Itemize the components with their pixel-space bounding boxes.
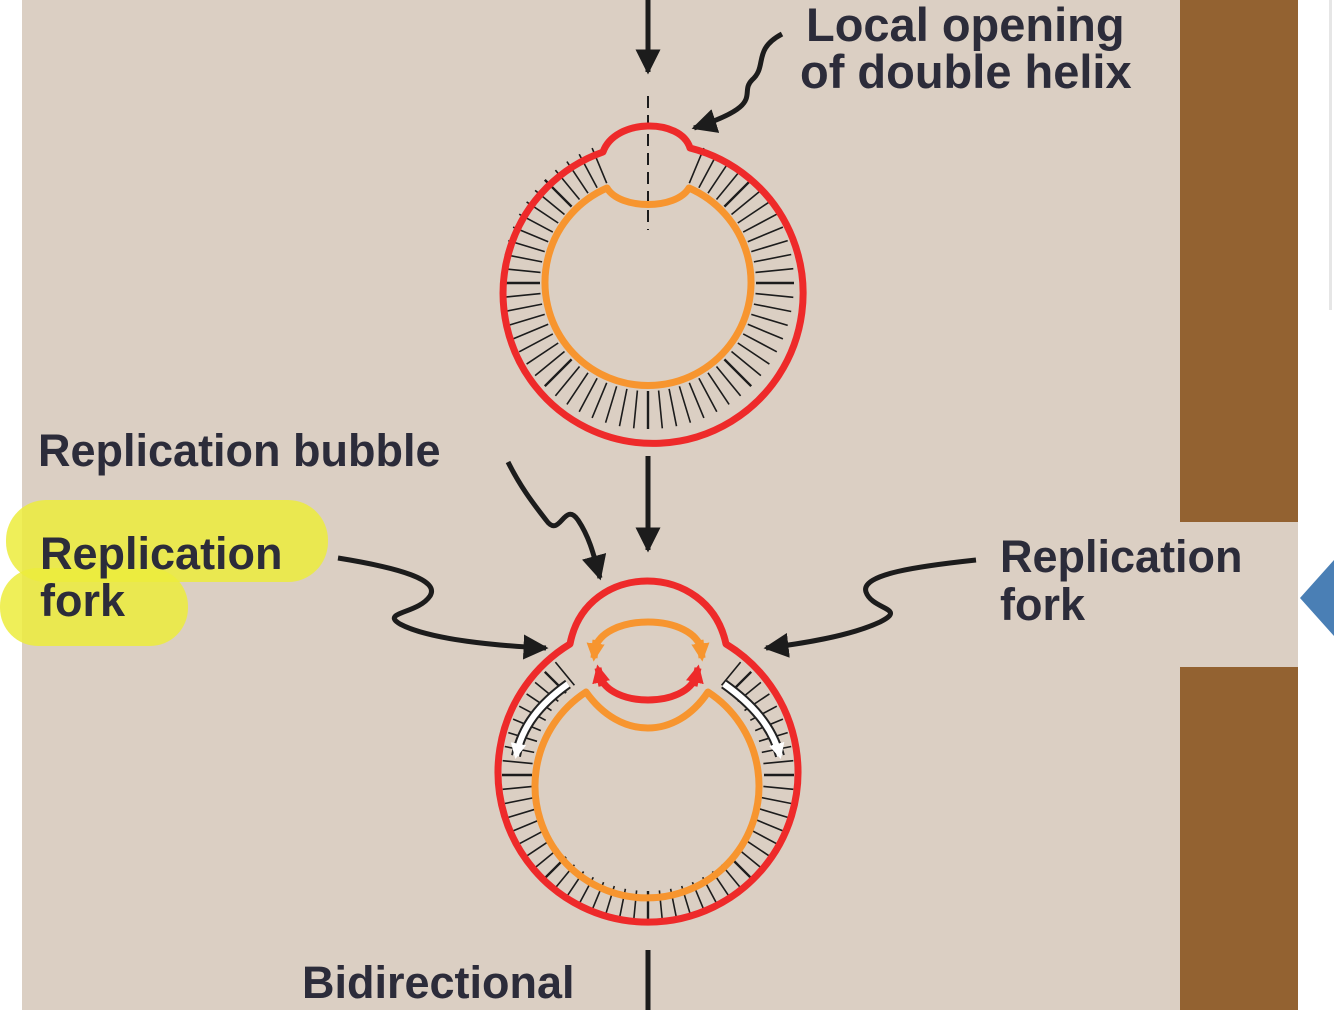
- base-pair-tick: [657, 390, 664, 429]
- base-pair-tick: [749, 828, 778, 845]
- top-dna-circle: [499, 122, 807, 447]
- bottom-outer-strand: [494, 577, 802, 926]
- base-pair-tick: [512, 323, 549, 340]
- base-pair-tick: [730, 189, 762, 216]
- label-local-opening-2: of double helix: [800, 45, 1132, 98]
- base-pair-tick: [755, 292, 794, 299]
- base-pair-tick: [668, 388, 678, 427]
- base-pair-tick: [502, 785, 533, 791]
- base-pair-tick: [744, 838, 770, 857]
- base-pair-tick: [566, 372, 589, 405]
- base-pair-tick: [518, 333, 554, 353]
- base-pair-tick: [737, 201, 770, 224]
- base-pair-tick: [502, 759, 533, 765]
- base-pair-tick: [723, 358, 753, 388]
- base-pair-tick: [688, 382, 705, 419]
- base-pair-tick: [737, 342, 770, 365]
- base-pair-tick: [707, 161, 730, 194]
- base-pair-tick: [747, 226, 784, 243]
- base-pair-tick: [758, 807, 788, 819]
- side-bar-top: [1180, 0, 1298, 522]
- highlight-marker: [0, 500, 328, 646]
- base-pair-tick: [526, 342, 559, 365]
- bottom-dna-circle: [494, 577, 802, 926]
- base-pair-tick: [554, 365, 581, 397]
- local-opening-pointer: [691, 31, 784, 133]
- side-bar-bottom: [1180, 667, 1298, 1010]
- base-pair-tick: [753, 303, 792, 313]
- base-pair-tick: [742, 213, 778, 233]
- base-pair-tick: [698, 377, 718, 413]
- base-pair-tick: [715, 169, 742, 201]
- base-pair-tick: [534, 350, 566, 377]
- top-inner-strand: [541, 184, 755, 389]
- base-pair-tick: [508, 807, 538, 819]
- top-outer-strand: [499, 122, 807, 447]
- base-pair-tick: [730, 350, 762, 377]
- base-pair-tick: [578, 377, 598, 413]
- base-pair-tick: [591, 382, 608, 419]
- page-margin-line: [1329, 0, 1332, 310]
- base-pair-tick: [763, 759, 794, 765]
- label-local-opening-1: Local opening: [806, 0, 1125, 51]
- label-right-fork-1: Replication: [1000, 531, 1243, 582]
- new-strand-orange-arc: [590, 618, 706, 653]
- label-right-fork-2: fork: [1000, 579, 1086, 630]
- base-pair-tick: [502, 267, 541, 274]
- base-pair-tick: [761, 796, 792, 805]
- base-pair-tick: [707, 372, 730, 405]
- base-pair-tick: [723, 178, 753, 208]
- base-pair-tick: [755, 267, 794, 274]
- page-margin: [1298, 0, 1334, 1010]
- base-pair-tick: [720, 661, 742, 686]
- new-strand-red-arc: [596, 674, 700, 704]
- base-pair-tick: [508, 313, 545, 327]
- label-left-fork-1: Replication: [40, 528, 283, 579]
- replication-bubble-pointer: [505, 460, 607, 581]
- base-pair-tick: [504, 796, 535, 805]
- base-pair-tick: [543, 358, 573, 388]
- base-pair-tick: [632, 390, 639, 429]
- base-pair-tick: [502, 292, 541, 299]
- base-pair-tick: [512, 818, 542, 832]
- base-pair-tick: [751, 313, 788, 327]
- base-pair-tick: [604, 386, 618, 423]
- base-pair-tick: [753, 253, 792, 263]
- base-pair-tick: [763, 785, 794, 791]
- bottom-inner-strand: [531, 688, 763, 902]
- base-pair-tick: [678, 386, 692, 423]
- base-pair-tick: [754, 818, 784, 832]
- base-pair-tick: [751, 239, 788, 253]
- base-pair-tick: [618, 388, 628, 427]
- label-bidirectional: Bidirectional: [302, 957, 575, 1008]
- base-pair-tick: [715, 365, 742, 397]
- right-fork-pointer: [763, 557, 977, 658]
- base-pair-tick: [554, 661, 576, 686]
- base-pair-tick: [504, 303, 543, 313]
- next-slide-arrow-icon[interactable]: [1300, 560, 1334, 636]
- base-pair-tick: [742, 333, 778, 353]
- base-pair-tick: [747, 323, 784, 340]
- left-fork-pointer: [337, 555, 549, 660]
- label-left-fork-2: fork: [40, 575, 126, 626]
- label-replication-bubble: Replication bubble: [38, 425, 441, 476]
